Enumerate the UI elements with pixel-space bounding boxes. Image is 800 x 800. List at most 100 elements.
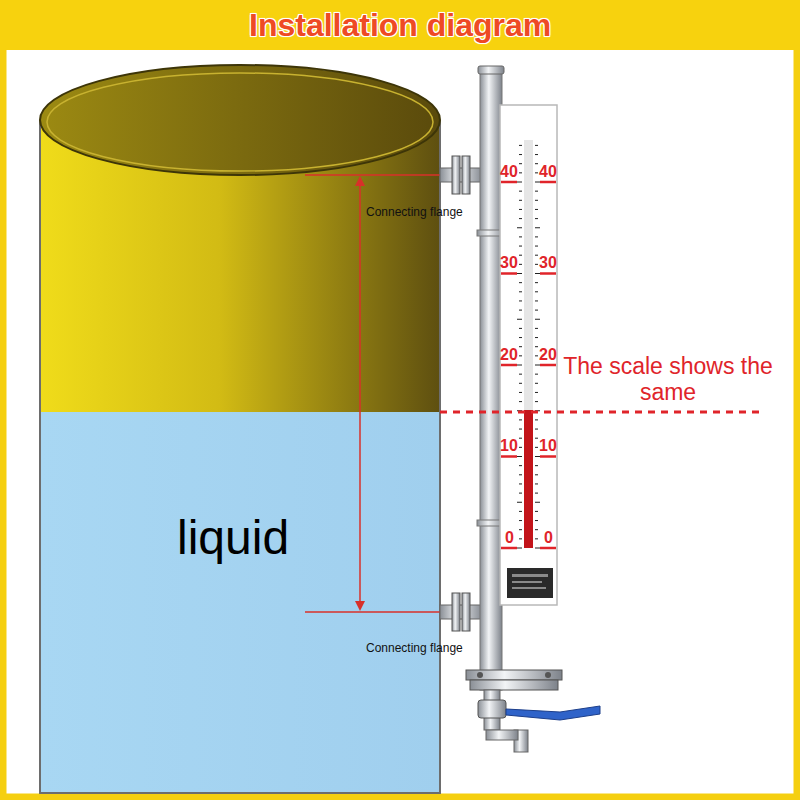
scale-tick	[535, 282, 538, 283]
bottom-flange	[466, 670, 562, 680]
scale-tick-major	[501, 364, 517, 367]
scale-tick-major	[501, 547, 517, 550]
scale-tick	[535, 529, 538, 530]
scale-tick	[517, 227, 522, 228]
scale-tick	[535, 456, 540, 457]
bolt	[545, 672, 551, 678]
nameplate-line	[512, 581, 542, 583]
scale-tick	[517, 273, 522, 274]
scale-tick	[519, 218, 522, 219]
scale-tick	[535, 401, 538, 402]
scale-tick	[519, 392, 522, 393]
scale-number: 0	[505, 529, 514, 547]
arrow-head	[355, 601, 365, 611]
scale-tick	[519, 328, 522, 329]
scale-tick	[517, 502, 522, 503]
bolt	[477, 672, 483, 678]
scale-tick	[519, 264, 522, 265]
scale-tick-major	[540, 455, 556, 458]
scale-tick	[519, 209, 522, 210]
scale-tick	[517, 365, 522, 366]
scale-tick	[519, 246, 522, 247]
scale-tick	[535, 548, 540, 549]
scale-tick	[519, 172, 522, 173]
scale-tick	[535, 502, 540, 503]
scale-tick	[519, 282, 522, 283]
scale-number: 40	[500, 163, 518, 181]
scale-tick	[535, 365, 540, 366]
scale-tick	[535, 447, 538, 448]
valve-handle	[506, 706, 600, 720]
scale-tick	[535, 419, 538, 420]
nameplate-line	[512, 574, 548, 577]
scale-tick	[535, 291, 538, 292]
tank-liquid	[40, 412, 440, 793]
scale-tick	[519, 291, 522, 292]
scale-tick	[519, 511, 522, 512]
scale-tick	[535, 438, 538, 439]
scale-tick	[519, 163, 522, 164]
scale-tick	[519, 346, 522, 347]
scale-tick	[519, 337, 522, 338]
scale-tick	[519, 236, 522, 237]
scale-tick	[535, 172, 538, 173]
scale-tick	[535, 392, 538, 393]
scale-tick-major	[540, 547, 556, 550]
scale-tick	[519, 255, 522, 256]
dimension-arrow	[359, 182, 361, 605]
bottom-flange	[470, 680, 558, 690]
scale-tick	[519, 374, 522, 375]
indicator-column	[524, 140, 533, 410]
scale-tick	[535, 493, 538, 494]
scale-tick	[535, 319, 540, 320]
annotation-text: The scale shows the same	[553, 353, 783, 406]
scale-tick	[535, 474, 538, 475]
frame	[3, 3, 797, 797]
scale-tick	[535, 227, 540, 228]
scale-tick	[535, 246, 538, 247]
scale-tick	[535, 520, 538, 521]
flange	[462, 593, 470, 631]
title: Installation diagram	[249, 7, 551, 44]
indicator-column-red	[524, 410, 533, 548]
scale-tick	[519, 355, 522, 356]
scale-tick	[519, 447, 522, 448]
scale-tick	[519, 529, 522, 530]
gauge-tube	[480, 70, 502, 690]
scale-tick	[535, 355, 538, 356]
scale-tick-major	[501, 272, 517, 275]
scale-tick	[519, 383, 522, 384]
scale-plate	[500, 105, 557, 605]
tank-outline	[40, 120, 440, 793]
scale-tick	[535, 218, 538, 219]
scale-tick	[535, 337, 538, 338]
flange	[462, 156, 470, 194]
scale-tick	[519, 145, 522, 146]
scale-tick	[519, 465, 522, 466]
drain-pipe	[486, 730, 518, 740]
scale-tick	[535, 191, 538, 192]
scale-tick	[519, 493, 522, 494]
scale-tick	[535, 483, 538, 484]
scale-tick	[535, 255, 538, 256]
scale-tick	[519, 438, 522, 439]
scale-tick	[535, 346, 538, 347]
scale-tick	[519, 300, 522, 301]
scale-tick	[519, 200, 522, 201]
scale-tick	[535, 200, 538, 201]
scale-tick	[535, 154, 538, 155]
scale-tick	[535, 236, 538, 237]
flange-label: Connecting flange	[366, 206, 463, 220]
scale-tick	[517, 319, 522, 320]
tube-cap	[478, 66, 504, 74]
scale-tick-major	[540, 181, 556, 184]
level-dashed-line	[440, 411, 765, 414]
scale-number: 20	[539, 346, 557, 364]
scale-number: 20	[500, 346, 518, 364]
scale-tick	[517, 182, 522, 183]
scale-number: 0	[544, 529, 553, 547]
scale-tick	[535, 429, 538, 430]
tank-top	[40, 65, 440, 175]
scale-tick	[535, 209, 538, 210]
